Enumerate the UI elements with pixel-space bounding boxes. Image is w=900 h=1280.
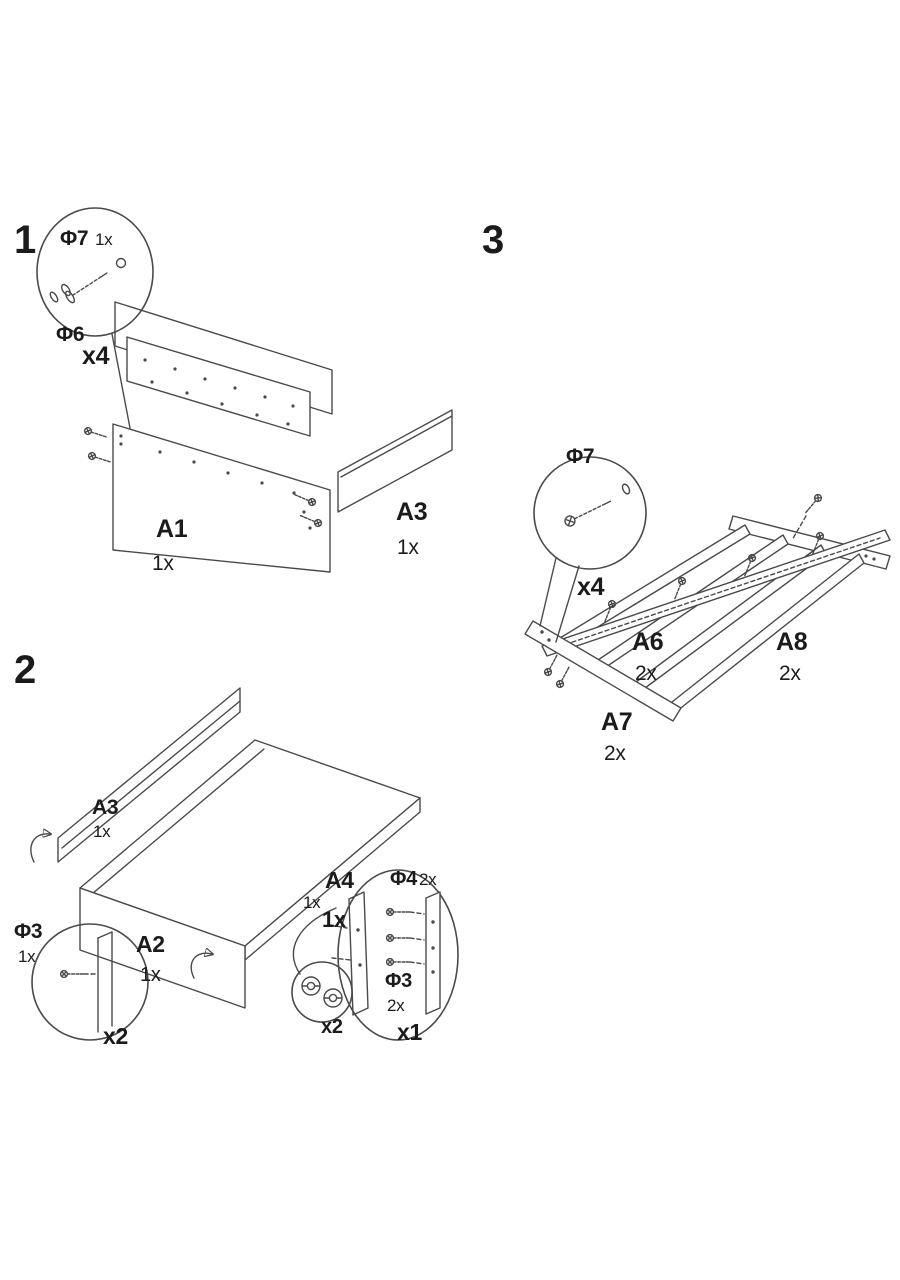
hardware-callout-circle xyxy=(36,207,154,337)
part-qty-a4: 1x xyxy=(303,893,321,912)
camlock-icon xyxy=(323,988,343,1008)
rail-a3-step2 xyxy=(57,687,241,863)
part-label-a1: A1 xyxy=(156,515,188,543)
screw-icon xyxy=(87,451,112,466)
rotate-arrow-icon xyxy=(30,834,50,863)
camlock-callout-circle xyxy=(291,961,353,1023)
slat-rail-left xyxy=(524,620,682,722)
rotate-arrow-icon xyxy=(190,953,212,979)
step2-cam-multiplier: x2 xyxy=(321,1016,343,1038)
center-slat xyxy=(541,529,891,657)
part-qty2-a4: 1x xyxy=(322,907,346,932)
step1-multiplier: x4 xyxy=(82,342,110,370)
step3-illustration xyxy=(524,456,891,722)
callout-leader-line xyxy=(111,333,131,429)
part-label-a3: A3 xyxy=(396,498,428,526)
hardware-callout-circle xyxy=(533,456,647,570)
step2-illustration xyxy=(30,687,459,1041)
screw-icon xyxy=(554,664,573,690)
callout-leader-curve xyxy=(292,907,337,975)
part-qty-a1: 1x xyxy=(152,552,174,575)
part-qty-a2: 1x xyxy=(140,964,161,986)
step2-phi4-label: Φ4 xyxy=(390,868,417,890)
step2-phi3-right-qty: 2x xyxy=(387,996,405,1015)
dowel-screw-icon xyxy=(63,266,112,305)
hardware-callout-ellipse xyxy=(337,869,459,1041)
part-label-a2: A2 xyxy=(136,931,165,957)
washer-icon xyxy=(49,291,59,303)
part-qty-a8: 2x xyxy=(779,662,801,685)
part-qty-a3-step2: 1x xyxy=(93,822,111,841)
step1-phi7-label: Φ7 xyxy=(60,227,89,250)
screw-icon xyxy=(385,907,410,917)
step1-illustration xyxy=(36,207,453,573)
step3-number: 3 xyxy=(482,218,504,262)
step2-assembly-multiplier: x1 xyxy=(397,1019,422,1045)
part-label-a4: A4 xyxy=(325,867,354,893)
screw-icon xyxy=(802,492,824,516)
step1-phi7-qty: 1x xyxy=(95,230,113,249)
camlock-icon xyxy=(301,976,321,996)
screw-icon xyxy=(385,957,410,967)
part-label-a6: A6 xyxy=(632,628,664,656)
hole-icon xyxy=(621,483,631,495)
bracket-a4 xyxy=(348,891,369,1016)
step3-phi7-label: Φ7 xyxy=(566,445,595,468)
part-qty-a7: 2x xyxy=(604,742,626,765)
step1-number: 1 xyxy=(14,218,36,262)
hardware-callout-circle xyxy=(31,923,149,1041)
washer-icon xyxy=(60,283,72,297)
step3-multiplier: x4 xyxy=(577,573,605,601)
slat-rail-right xyxy=(728,515,891,570)
front-panel-a2 xyxy=(79,887,246,1009)
step2-left-multiplier: x2 xyxy=(103,1023,128,1049)
step2-phi4-qty: 2x xyxy=(419,870,437,889)
part-label-a3-step2: A3 xyxy=(92,796,119,819)
panel-a1 xyxy=(112,423,331,573)
screw-icon xyxy=(542,652,561,678)
step2-phi3-left-label: Φ3 xyxy=(14,920,43,943)
part-label-a7: A7 xyxy=(601,708,633,736)
part-qty-a6: 2x xyxy=(635,662,657,685)
step2-phi3-left-qty: 1x xyxy=(18,947,36,966)
headboard-rail xyxy=(126,336,311,437)
step2-phi3-right-label: Φ3 xyxy=(385,970,412,992)
part-label-a8: A8 xyxy=(776,628,808,656)
screw-icon xyxy=(59,969,84,979)
step1-phi6-label: Φ6 xyxy=(56,323,85,346)
bolt-screw-icon xyxy=(562,496,614,529)
bracket-a4-detail xyxy=(425,891,441,1015)
screw-icon xyxy=(83,426,108,441)
part-qty-a3: 1x xyxy=(397,536,419,559)
hole-icon xyxy=(115,257,127,269)
rail-a3 xyxy=(337,409,453,513)
screw-icon xyxy=(385,933,410,943)
step2-number: 2 xyxy=(14,648,36,692)
